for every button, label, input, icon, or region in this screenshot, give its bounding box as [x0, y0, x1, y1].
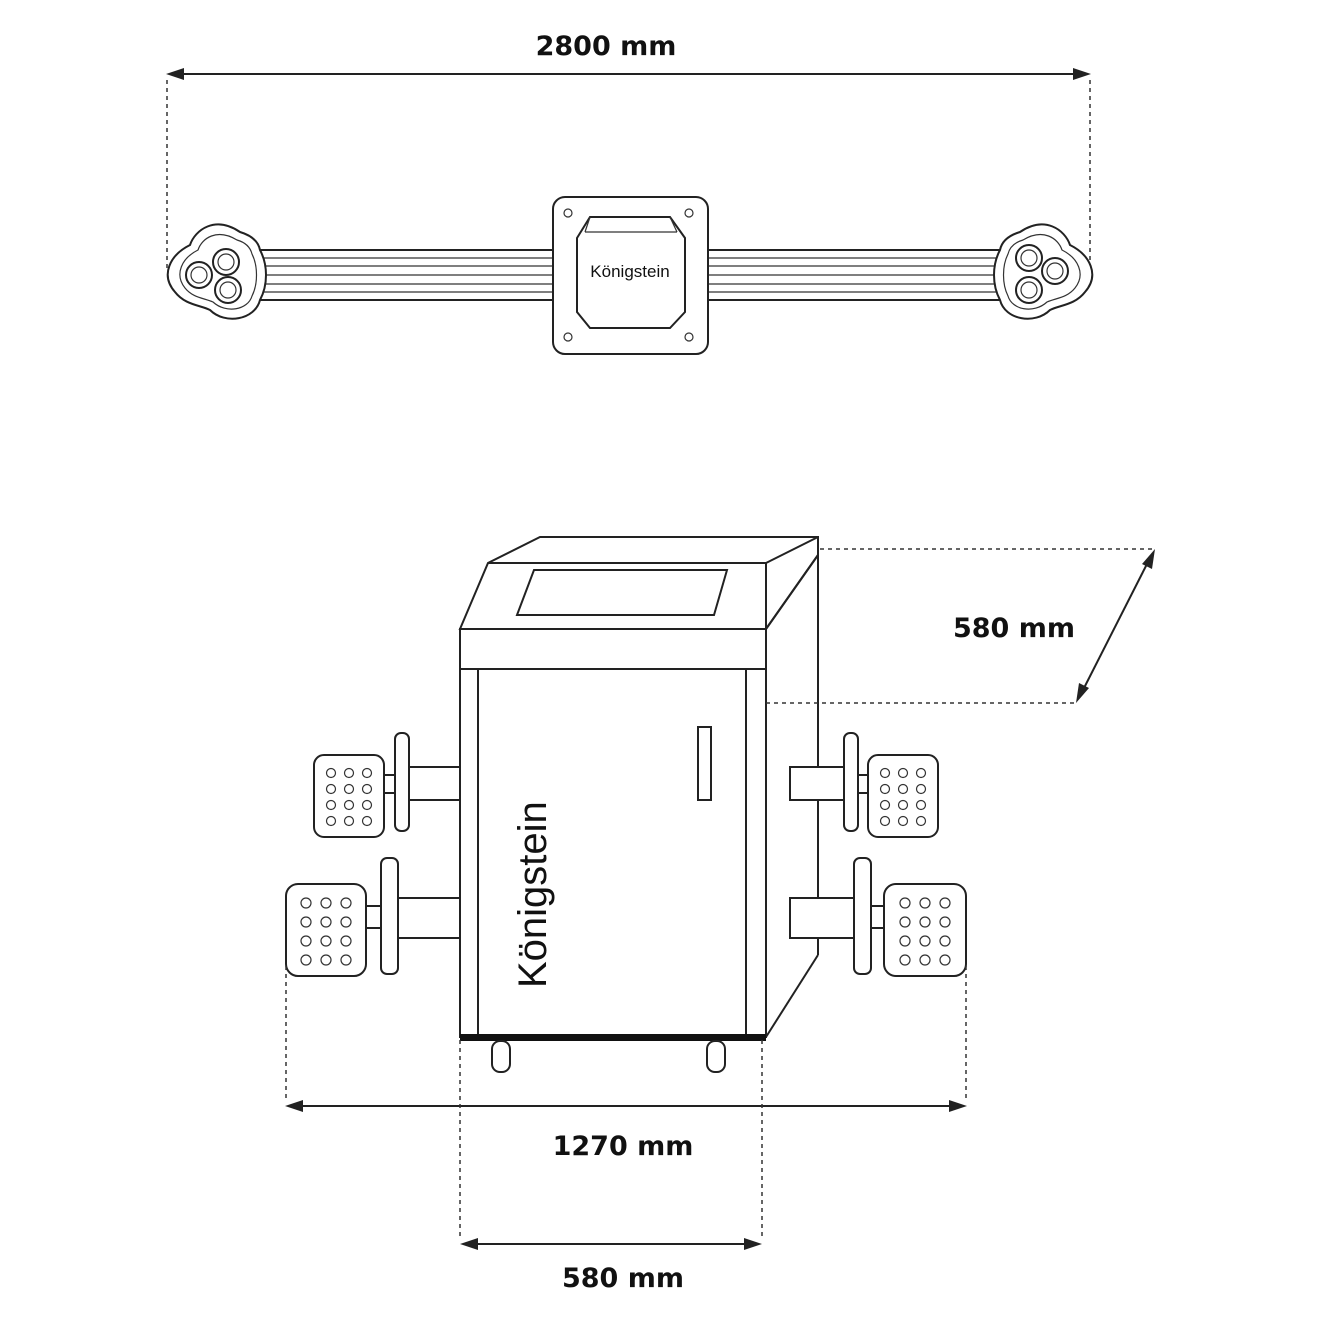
- cabinet-depth-label: 580 mm: [953, 613, 1075, 644]
- aligner-cabinet-front-view: Königstein: [285, 536, 1155, 1294]
- beam-brand-logo: Königstein: [590, 262, 669, 281]
- cabinet-foot-left: [491, 1040, 511, 1073]
- target-upper-left: [313, 732, 461, 838]
- target-lower-right: [789, 857, 967, 977]
- cabinet-depth-dimension: 580 mm: [766, 548, 1155, 704]
- cabinet-body: Königstein: [459, 668, 767, 1073]
- beam-width-label: 2800 mm: [536, 31, 677, 62]
- left-camera-head: [166, 223, 267, 320]
- cabinet-width-label: 580 mm: [562, 1263, 684, 1294]
- right-camera-head: [993, 223, 1094, 320]
- cabinet-side: [765, 537, 819, 1038]
- mounting-plate: Königstein: [552, 196, 709, 355]
- cabinet-brand-logo: Königstein: [511, 801, 555, 988]
- total-width-label: 1270 mm: [553, 1131, 694, 1162]
- cabinet-width-dimension: 580 mm: [459, 1040, 763, 1294]
- target-lower-left: [285, 857, 461, 977]
- cabinet-foot-right: [706, 1040, 726, 1073]
- camera-beam-top-view: 2800 mm: [166, 31, 1094, 355]
- cabinet-top: [458, 536, 819, 670]
- target-upper-right: [789, 732, 939, 838]
- total-width-dimension: 1270 mm: [285, 966, 967, 1162]
- cabinet-handle[interactable]: [697, 726, 712, 801]
- beam-width-dimension: 2800 mm: [166, 31, 1091, 272]
